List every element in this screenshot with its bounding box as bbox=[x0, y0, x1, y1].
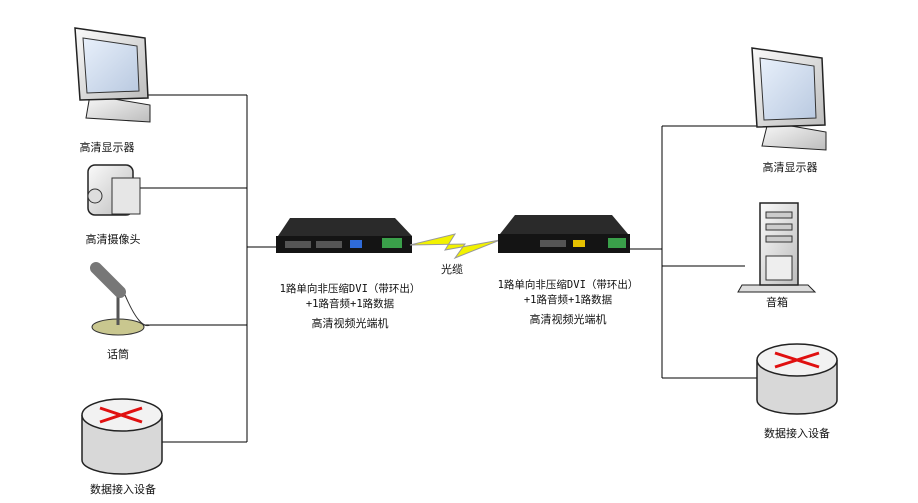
left-monitor-label: 高清显示器 bbox=[79, 141, 135, 154]
cable-label: 光缆 bbox=[441, 263, 463, 276]
microphone-label: 话筒 bbox=[107, 348, 129, 361]
camera-icon bbox=[87, 164, 141, 216]
router-icon bbox=[81, 398, 163, 475]
monitor-icon bbox=[751, 47, 827, 151]
speaker-icon bbox=[737, 202, 817, 293]
left-device-spec-line1: 1路单向非压缩DVI（带环出） bbox=[279, 283, 421, 295]
fiber-cable-icon bbox=[409, 233, 501, 260]
left-router-label: 数据接入设备 bbox=[90, 483, 156, 496]
right-router-label: 数据接入设备 bbox=[764, 427, 830, 440]
left-bus-lines bbox=[140, 94, 760, 443]
right-device-name: 高清视频光端机 bbox=[529, 313, 607, 326]
left-device-name: 高清视频光端机 bbox=[311, 317, 389, 330]
monitor-icon bbox=[74, 27, 151, 123]
right-fiber-transceiver-device bbox=[498, 215, 630, 253]
router-icon bbox=[756, 343, 838, 415]
speaker-label: 音箱 bbox=[766, 296, 788, 309]
microphone-icon bbox=[90, 262, 151, 336]
left-device-spec-line2: +1路音频+1路数据 bbox=[305, 298, 395, 310]
left-fiber-transceiver-device bbox=[276, 218, 412, 253]
right-device-spec-line1: 1路单向非压缩DVI（带环出） bbox=[497, 279, 639, 291]
right-monitor-label: 高清显示器 bbox=[762, 161, 818, 174]
camera-label: 高清摄像头 bbox=[85, 233, 141, 246]
right-device-spec-line2: +1路音频+1路数据 bbox=[523, 294, 613, 306]
